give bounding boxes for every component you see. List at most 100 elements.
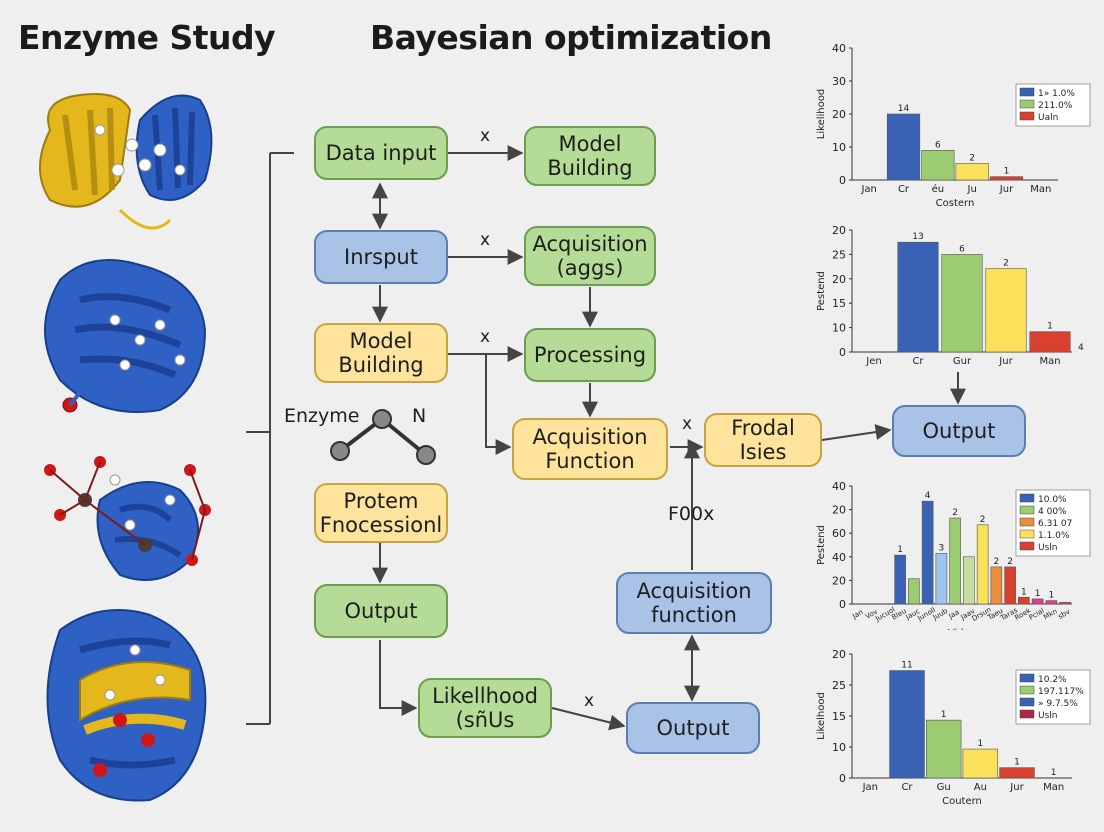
legend-label: 1.1.0% bbox=[1038, 531, 1070, 541]
legend-swatch bbox=[1019, 685, 1035, 695]
node-output-bottom[interactable]: Output bbox=[626, 702, 760, 754]
protein-structures bbox=[39, 93, 213, 802]
node-acquisition-function-lower[interactable]: Acquisition function bbox=[616, 572, 772, 634]
x-tick-label: Cr bbox=[912, 356, 924, 367]
bar-value-label: 1 bbox=[897, 545, 903, 555]
bar-value-label: 1 bbox=[1021, 587, 1027, 597]
x-tick-label: Ju bbox=[967, 184, 977, 195]
y-tick-label: 15 bbox=[832, 710, 846, 723]
node-model-building-top[interactable]: Model Building bbox=[524, 126, 656, 186]
x-tick-label: Jur bbox=[998, 356, 1013, 367]
x-tick-label: Jan bbox=[860, 184, 876, 195]
y-tick-label: 20 bbox=[832, 108, 846, 121]
left-title: Enzyme Study bbox=[18, 18, 276, 57]
node-acquisition-aggs[interactable]: Acquisition (aggs) bbox=[524, 226, 656, 286]
node-output-right[interactable]: Output bbox=[892, 405, 1026, 457]
y-tick-label: 25 bbox=[832, 248, 846, 261]
bar bbox=[999, 767, 1035, 779]
bar bbox=[955, 163, 989, 181]
left-bracket bbox=[246, 152, 294, 725]
x-tick-label: Gur bbox=[953, 356, 972, 367]
legend: 1» 1.0%211.0%Ualn bbox=[1015, 83, 1091, 127]
y-tick-label: 10 bbox=[832, 322, 846, 335]
edge-label-x: x bbox=[682, 414, 693, 434]
bar-value-label: 13 bbox=[912, 232, 923, 242]
x-axis-label: Coutern bbox=[942, 796, 982, 807]
legend-label: » 9.7.5% bbox=[1038, 699, 1078, 709]
x-tick-label: Jur bbox=[999, 184, 1014, 195]
bar bbox=[1059, 602, 1071, 605]
node-likelihood[interactable]: Likellhood (sñUs bbox=[418, 678, 552, 738]
legend-swatch bbox=[1019, 541, 1035, 551]
legend-swatch bbox=[1019, 517, 1035, 527]
bar bbox=[894, 554, 906, 605]
bar bbox=[897, 241, 939, 353]
y-tick-label: 0 bbox=[839, 772, 846, 785]
node-acquisition-function[interactable]: Acquisition Function bbox=[512, 418, 668, 480]
x-tick-label: Man bbox=[1043, 782, 1064, 793]
y-tick-label: 20 bbox=[832, 574, 846, 587]
x-axis-label: Costern bbox=[936, 198, 975, 209]
x-tick-label: Jur bbox=[1009, 782, 1024, 793]
y-tick-label: 20 bbox=[832, 273, 846, 286]
y-tick-label: 60 bbox=[832, 527, 846, 540]
bar bbox=[990, 566, 1003, 605]
legend-label: 10.0% bbox=[1038, 495, 1067, 505]
x-tick-label: Man bbox=[1039, 356, 1060, 367]
node-protem[interactable]: Protem Fnocessionl bbox=[314, 483, 448, 543]
node-processing[interactable]: Processing bbox=[524, 328, 656, 382]
legend-label: 4 00% bbox=[1038, 507, 1067, 517]
bar bbox=[1031, 598, 1044, 605]
protein-illustration-4 bbox=[46, 609, 207, 802]
y-axis-label: Pestend bbox=[816, 271, 827, 311]
node-frodal-isies[interactable]: Frodal Isies bbox=[704, 413, 822, 467]
bar bbox=[963, 556, 975, 605]
bar-value-label: 14 bbox=[898, 104, 910, 114]
node-inrsput[interactable]: Inrsput bbox=[314, 230, 448, 284]
legend-label: 10.2% bbox=[1038, 675, 1067, 685]
legend-label: 211.0% bbox=[1038, 101, 1073, 111]
bar-value-label: 2 bbox=[969, 154, 975, 164]
bar-value-label: 1 bbox=[1051, 768, 1057, 778]
x-tick-label: Gu bbox=[937, 782, 951, 793]
bar-value-label: 2 bbox=[980, 515, 986, 525]
protein-illustration-1 bbox=[39, 93, 213, 230]
edge-label-f00x: F00x bbox=[668, 503, 715, 525]
node-model-building-mid[interactable]: Model Building bbox=[314, 323, 448, 383]
bar bbox=[889, 670, 925, 779]
bar-value-label: 4 bbox=[1078, 343, 1084, 353]
legend: 10.0% 4 00% 6.31 07 1.1.0% Usln bbox=[1015, 489, 1091, 557]
bar-value-label: 2 bbox=[952, 508, 958, 518]
y-tick-label: 10 bbox=[832, 741, 846, 754]
legend-label: Usln bbox=[1038, 543, 1057, 553]
bar-value-label: 1 bbox=[977, 739, 983, 749]
y-tick-label: 25 bbox=[832, 679, 846, 692]
bar-value-label: 4 bbox=[925, 491, 931, 501]
bar-value-label: 6 bbox=[959, 244, 965, 254]
edge-label-x: x bbox=[480, 230, 491, 250]
x-tick-label: Cr bbox=[901, 782, 913, 793]
bar bbox=[908, 578, 920, 605]
bar-value-label: 11 bbox=[901, 661, 912, 671]
legend-label: 1» 1.0% bbox=[1038, 89, 1075, 99]
bar bbox=[989, 176, 1024, 181]
bar-value-label: 1 bbox=[1049, 591, 1055, 601]
bar bbox=[1029, 331, 1071, 353]
node-output-left[interactable]: Output bbox=[314, 584, 448, 638]
bar-value-label: 3 bbox=[939, 543, 945, 553]
y-tick-label: 10 bbox=[832, 141, 846, 154]
legend-swatch bbox=[1019, 87, 1035, 97]
y-tick-label: 30 bbox=[832, 75, 846, 88]
legend-label: 6.31 07 bbox=[1038, 519, 1072, 529]
bar bbox=[935, 553, 948, 605]
x-tick-label: éu bbox=[932, 183, 945, 195]
legend-label: 197.117% bbox=[1038, 687, 1084, 697]
bar bbox=[1018, 596, 1030, 605]
y-tick-label: 20 bbox=[832, 504, 846, 517]
y-tick-label: 0 bbox=[839, 174, 846, 187]
node-data-input[interactable]: Data input bbox=[314, 126, 448, 180]
x-axis-label: Vidga bbox=[948, 628, 976, 630]
